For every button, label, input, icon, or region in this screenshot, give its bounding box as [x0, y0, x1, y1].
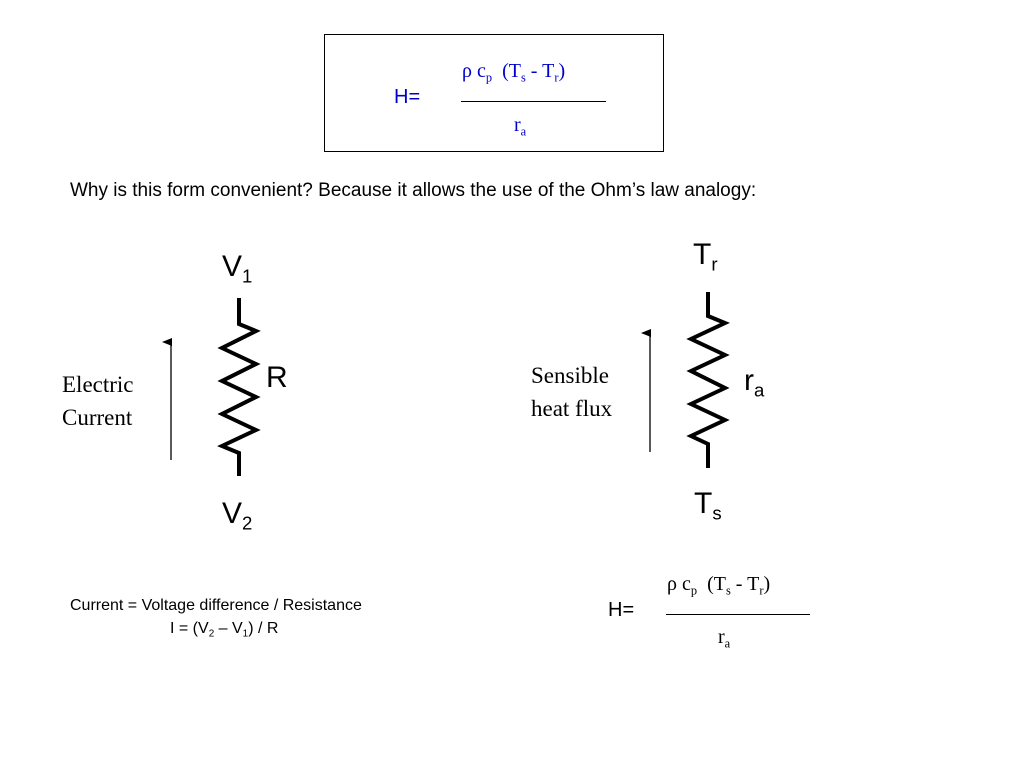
heat-flux-line2: heat flux: [531, 396, 613, 421]
ra-symbol: r: [514, 114, 521, 136]
bottom-formula-lhs: H=: [608, 599, 634, 622]
v2-letter: V: [222, 497, 243, 530]
ra-label-subscript: a: [754, 379, 765, 401]
v1-label: V1: [222, 250, 253, 287]
electric-current-line1: Electric: [62, 372, 134, 397]
ohms-eq-part2: – V: [214, 620, 243, 637]
bottom-tr-symbol: - T: [730, 573, 760, 595]
v1-letter: V: [222, 250, 243, 283]
top-formula-numerator: ρ cp (Ts - Tr): [462, 60, 566, 85]
rho-symbol: ρ: [462, 60, 472, 82]
top-formula-denominator: ra: [514, 114, 527, 139]
question-text: Why is this form convenient? Because it …: [70, 180, 757, 201]
top-formula-box: [324, 34, 664, 152]
ohms-law-equation: I = (V2 – V1) / R: [170, 620, 279, 640]
bottom-fraction-bar: [666, 614, 810, 615]
tr-subscript: r: [554, 70, 559, 85]
v2-label: V2: [222, 497, 253, 534]
top-formula-lhs: H=: [394, 86, 420, 109]
electric-current-label: Electric Current: [62, 368, 134, 434]
bottom-rho-symbol: ρ: [667, 573, 677, 595]
bottom-close-paren: ): [763, 573, 771, 595]
ts-symbol: (T: [502, 60, 521, 82]
tr-symbol: - T: [525, 60, 555, 82]
electric-resistor: [217, 298, 261, 476]
bottom-formula-denominator: ra: [718, 626, 731, 651]
bottom-ra-subscript: a: [724, 636, 731, 651]
top-fraction-bar: [461, 101, 606, 102]
ohms-eq-sub2: 1: [242, 628, 249, 640]
ra-subscript: a: [520, 124, 527, 139]
ts-subscript: s: [520, 70, 526, 85]
heat-flux-label: Sensible heat flux: [531, 359, 612, 425]
v2-subscript: 2: [242, 512, 253, 534]
tr-label: Tr: [693, 238, 718, 275]
bottom-cp-symbol: c: [681, 573, 691, 595]
top-formula-lhs-text: H=: [394, 86, 421, 108]
bottom-formula-numerator: ρ cp (Ts - Tr): [667, 573, 771, 598]
heat-flux-line1: Sensible: [531, 363, 609, 388]
cp-symbol: c: [476, 60, 486, 82]
ohms-eq-part3: ) / R: [248, 620, 279, 637]
v1-subscript: 1: [242, 265, 253, 287]
bottom-tr-subscript: r: [759, 583, 764, 598]
bottom-cp-subscript: p: [690, 583, 698, 598]
bottom-ts-symbol: (T: [707, 573, 726, 595]
electric-current-line2: Current: [62, 405, 133, 430]
close-paren: ): [558, 60, 566, 82]
ts-label: Ts: [694, 487, 722, 524]
tr-label-subscript: r: [711, 253, 718, 275]
thermal-resistor: [686, 292, 730, 468]
ohms-eq-sub1: 2: [208, 628, 215, 640]
tr-letter: T: [693, 238, 712, 271]
ohms-law-statement: Current = Voltage difference / Resistanc…: [70, 597, 362, 614]
bottom-ra-symbol: r: [718, 626, 725, 648]
cp-subscript: p: [485, 70, 493, 85]
bottom-formula-lhs-text: H=: [608, 599, 635, 621]
bottom-ts-subscript: s: [725, 583, 731, 598]
ts-letter: T: [694, 487, 713, 520]
resistor-r-label: R: [266, 361, 288, 394]
ohms-eq-part1: I = (V: [170, 620, 209, 637]
ts-label-subscript: s: [712, 502, 722, 524]
ra-label: ra: [744, 364, 765, 401]
ra-letter: r: [744, 364, 754, 397]
